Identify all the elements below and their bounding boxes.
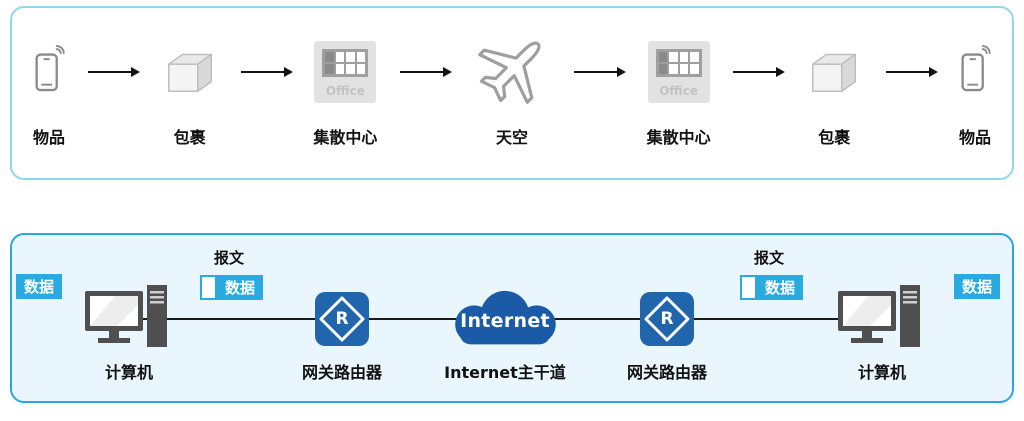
parcel-delivery-panel: 物品 包裹	[10, 6, 1014, 180]
node-label-computer: 计算机	[104, 363, 154, 382]
node-label-router: 网关路由器	[626, 363, 708, 382]
data-badge: 数据	[16, 274, 63, 299]
distribution-center-icon: Office	[314, 41, 377, 103]
office-text: Office	[659, 84, 699, 98]
computer-icon	[85, 285, 173, 355]
phone-icon	[958, 44, 992, 100]
package-box-icon	[805, 41, 863, 103]
flow-step: 包裹	[805, 20, 863, 154]
step-label: 包裹	[173, 128, 206, 147]
packet-header-box	[200, 275, 217, 300]
package-box-icon	[161, 41, 219, 103]
step-label: 包裹	[818, 128, 851, 147]
flow-step: 物品	[958, 20, 992, 154]
flow-arrow	[574, 20, 627, 154]
packet-group: 报文 数据	[200, 247, 264, 300]
router-glyph: R	[335, 309, 349, 329]
packet-label: 报文	[754, 249, 785, 267]
office-windows	[655, 49, 702, 77]
data-badge: 数据	[954, 274, 1001, 299]
flow-arrow	[240, 20, 293, 154]
flow-step: Office 集散中心	[313, 20, 377, 154]
flow-arrow	[88, 20, 141, 154]
airplane-icon	[472, 30, 552, 114]
node-label-computer: 计算机	[857, 363, 907, 382]
packet-label: 报文	[214, 249, 245, 267]
network-transmission-panel: 数据 报文 数据	[10, 233, 1014, 403]
step-label: 天空	[495, 128, 528, 147]
flow-step: Office 集散中心	[647, 20, 711, 154]
packet-header-box	[740, 275, 757, 300]
distribution-center-icon: Office	[647, 41, 710, 103]
node-label-router: 网关路由器	[301, 363, 383, 382]
step-label: 集散中心	[313, 128, 378, 147]
packet-group: 报文 数据	[740, 247, 804, 300]
flow-step: 天空	[472, 20, 552, 154]
step-label: 集散中心	[646, 128, 711, 147]
arrow-right-icon	[399, 67, 452, 77]
internet-cloud-icon: Internet	[439, 290, 571, 348]
router-icon: R	[315, 292, 369, 346]
data-badge: 数据	[217, 275, 264, 300]
cloud-label: Internet	[460, 310, 550, 332]
office-windows	[322, 49, 369, 77]
router-glyph: R	[660, 309, 674, 329]
node-label-internet: Internet主干道	[444, 363, 566, 382]
step-label: 物品	[32, 128, 65, 147]
arrow-right-icon	[240, 67, 293, 77]
data-badge: 数据	[757, 275, 804, 300]
computer-icon	[838, 285, 926, 355]
arrow-right-icon	[885, 67, 938, 77]
arrow-right-icon	[574, 67, 627, 77]
flow-arrow	[885, 20, 938, 154]
flow-step: 物品	[32, 20, 66, 154]
flow-step: 包裹	[161, 20, 219, 154]
phone-icon	[32, 44, 66, 100]
flow-arrow	[732, 20, 785, 154]
arrow-right-icon	[732, 67, 785, 77]
arrow-right-icon	[88, 67, 141, 77]
flow-arrow	[399, 20, 452, 154]
step-label: 物品	[958, 128, 991, 147]
office-text: Office	[325, 84, 365, 98]
router-icon: R	[640, 292, 694, 346]
